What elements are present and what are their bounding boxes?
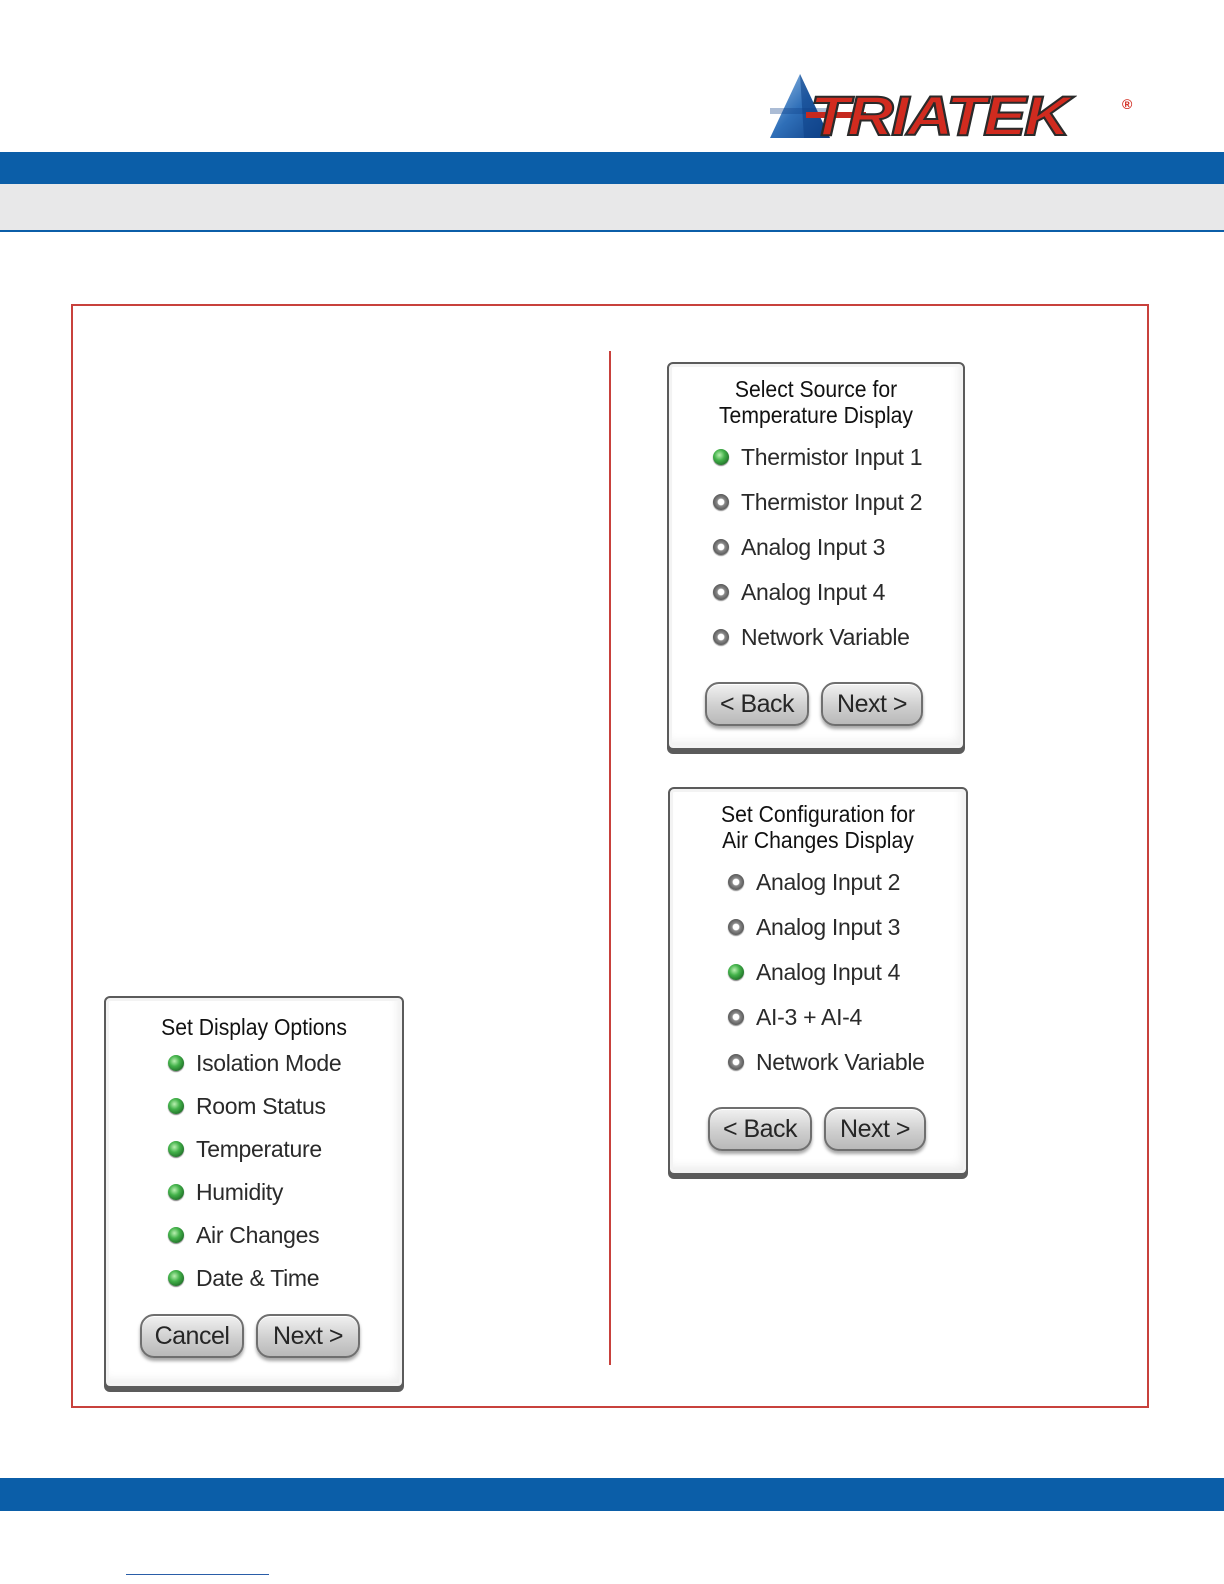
option-label: Analog Input 4 [756,958,901,985]
header-band [0,184,1224,232]
display-options-panel: Set Display Options Isolation Mode Room … [104,996,404,1388]
option-analog-input-4[interactable]: Analog Input 4 [713,575,885,609]
column-divider [609,351,611,1365]
temperature-source-panel: Select Source for Temperature Display Th… [667,362,965,750]
back-button[interactable]: < Back [708,1107,812,1151]
option-label: Analog Input 3 [741,533,886,560]
back-button[interactable]: < Back [705,682,809,726]
next-button[interactable]: Next > [256,1314,360,1358]
option-label: Analog Input 2 [756,868,901,895]
option-network-variable[interactable]: Network Variable [728,1045,925,1079]
option-humidity[interactable]: Humidity [168,1175,283,1209]
option-thermistor-input-2[interactable]: Thermistor Input 2 [713,485,923,519]
air-changes-config-panel: Set Configuration for Air Changes Displa… [668,787,968,1175]
option-date-time[interactable]: Date & Time [168,1261,320,1295]
option-ai3-plus-ai4[interactable]: AI-3 + AI-4 [728,1000,862,1034]
radio-selected-icon[interactable] [168,1270,184,1286]
content-frame [71,304,1149,1408]
option-label: Humidity [196,1178,284,1205]
option-label: AI-3 + AI-4 [756,1003,863,1030]
radio-unselected-icon[interactable] [713,494,729,510]
option-label: Analog Input 4 [741,578,886,605]
option-temperature[interactable]: Temperature [168,1132,322,1166]
option-room-status[interactable]: Room Status [168,1089,326,1123]
brand-name: TRIATEK [809,84,1072,147]
triatek-logo: TRIATEK ® [770,72,1140,147]
panel-title-line2: Temperature Display [718,402,914,428]
radio-unselected-icon[interactable] [713,629,729,645]
option-isolation-mode[interactable]: Isolation Mode [168,1046,342,1080]
option-label: Analog Input 3 [756,913,901,940]
radio-selected-icon[interactable] [168,1227,184,1243]
option-label: Room Status [196,1092,326,1119]
option-label: Temperature [196,1135,322,1162]
radio-selected-icon[interactable] [168,1141,184,1157]
registered-mark: ® [1122,96,1133,112]
panel-title: Set Display Options [161,1014,347,1040]
panel-title-line2: Air Changes Display [722,827,914,853]
option-network-variable[interactable]: Network Variable [713,620,910,654]
option-label: Thermistor Input 1 [741,443,923,470]
footer-rule [126,1574,269,1575]
header-bar [0,152,1224,184]
triatek-logo-graphic [770,74,866,138]
option-air-changes[interactable]: Air Changes [168,1218,320,1252]
option-label: Isolation Mode [196,1049,342,1076]
radio-unselected-icon[interactable] [728,1009,744,1025]
radio-selected-icon[interactable] [168,1098,184,1114]
cancel-button[interactable]: Cancel [140,1314,244,1358]
option-analog-input-3[interactable]: Analog Input 3 [728,910,900,944]
radio-selected-icon[interactable] [168,1184,184,1200]
option-label: Air Changes [196,1221,320,1248]
option-label: Date & Time [196,1264,320,1291]
next-button[interactable]: Next > [821,682,923,726]
radio-selected-icon[interactable] [713,449,729,465]
option-label: Network Variable [756,1048,925,1075]
footer-bar [0,1478,1224,1511]
next-button[interactable]: Next > [824,1107,926,1151]
radio-unselected-icon[interactable] [728,1054,744,1070]
option-analog-input-3[interactable]: Analog Input 3 [713,530,885,564]
radio-unselected-icon[interactable] [728,874,744,890]
option-label: Thermistor Input 2 [741,488,923,515]
radio-unselected-icon[interactable] [728,919,744,935]
option-analog-input-4[interactable]: Analog Input 4 [728,955,900,989]
panel-title-line1: Select Source for [734,376,898,402]
radio-unselected-icon[interactable] [713,539,729,555]
panel-title-line1: Set Configuration for [720,801,916,827]
option-thermistor-input-1[interactable]: Thermistor Input 1 [713,440,923,474]
option-label: Network Variable [741,623,910,650]
radio-unselected-icon[interactable] [713,584,729,600]
radio-selected-icon[interactable] [168,1055,184,1071]
option-analog-input-2[interactable]: Analog Input 2 [728,865,900,899]
radio-selected-icon[interactable] [728,964,744,980]
